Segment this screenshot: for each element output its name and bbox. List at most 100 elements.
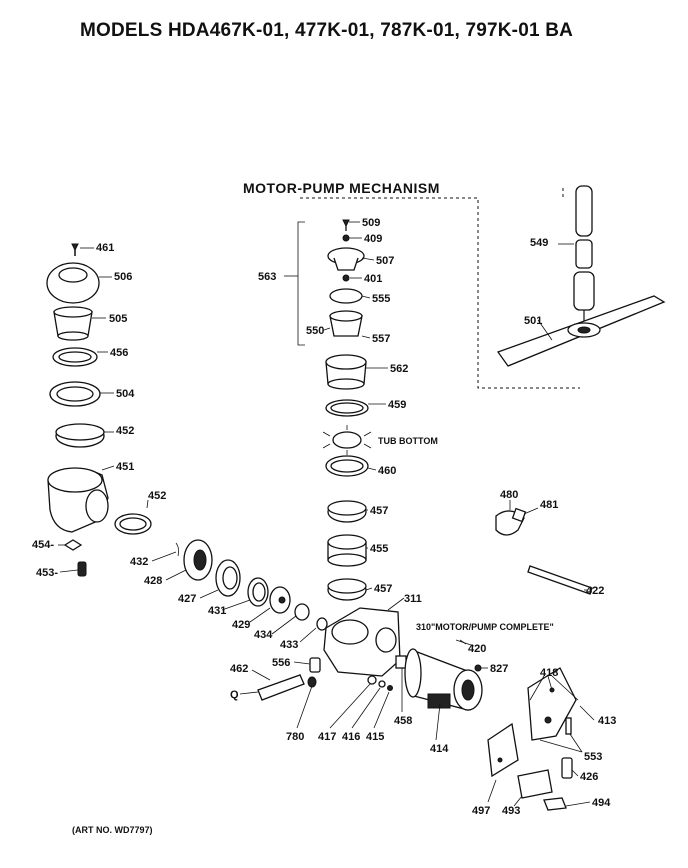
label-452-upper: 452 (116, 425, 134, 437)
housing-451 (47, 467, 109, 533)
label-461: 461 (96, 242, 114, 254)
label-433: 433 (280, 639, 298, 651)
clamp-457-lower (327, 578, 367, 601)
label-415: 415 (366, 731, 384, 743)
section-title: MOTOR-PUMP MECHANISM (243, 180, 440, 196)
label-780: 780 (286, 731, 304, 743)
label-457-lower: 457 (374, 583, 392, 595)
label-459: 459 (388, 399, 406, 411)
art-number: (ART NO. WD7797) (72, 825, 153, 835)
block-493 (517, 769, 553, 799)
label-507: 507 (376, 255, 394, 267)
label-549: 549 (530, 237, 548, 249)
tub-bottom-mark (322, 425, 372, 455)
label-494: 494 (592, 797, 611, 809)
label-429: 429 (232, 619, 250, 631)
motor-pump-complete-label: 310"MOTOR/PUMP COMPLETE" (416, 622, 554, 632)
cap-506 (46, 262, 100, 304)
label-401: 401 (364, 273, 382, 285)
nut-556 (309, 657, 321, 673)
strip-422 (527, 565, 593, 595)
clip-494 (543, 797, 567, 811)
label-453: 453- (36, 567, 58, 579)
group-bracket-563 (297, 221, 305, 346)
label-553: 553 (584, 751, 602, 763)
bracket-497 (487, 722, 519, 778)
clip-426 (561, 757, 573, 779)
label-422: 422 (586, 585, 604, 597)
pump-housing-311 (323, 607, 401, 677)
plug-453 (77, 561, 87, 577)
clamp-457-upper (327, 500, 367, 523)
label-418: 418 (540, 667, 558, 679)
label-409: 409 (364, 233, 382, 245)
label-417: 417 (318, 731, 336, 743)
clamp-452-lower (114, 513, 152, 535)
label-q: Q (230, 689, 239, 701)
ring-431 (247, 577, 269, 607)
spray-hub-507 (327, 247, 365, 271)
hose-455 (327, 534, 367, 567)
label-432: 432 (130, 556, 148, 568)
fitting-454 (63, 539, 83, 551)
part-481 (511, 507, 527, 523)
label-563: 563 (258, 271, 276, 283)
screw-509 (342, 219, 350, 231)
ring-555 (329, 288, 363, 304)
leader-lines (58, 221, 595, 807)
label-501: 501 (524, 315, 542, 327)
label-506: 506 (114, 271, 132, 283)
tub-bottom-label: TUB BOTTOM (378, 436, 438, 446)
washer-433 (316, 617, 328, 631)
seal-427 (215, 559, 241, 597)
spring-780 (307, 676, 317, 688)
label-420: 420 (468, 643, 486, 655)
label-460: 460 (378, 465, 396, 477)
ring-504 (49, 381, 101, 407)
label-509: 509 (362, 217, 380, 229)
motor-310 (404, 648, 483, 711)
washer-434 (294, 603, 310, 621)
filter-505 (53, 306, 93, 341)
spring-432 (175, 542, 180, 557)
screw-553 (565, 717, 572, 735)
label-428: 428 (144, 575, 162, 587)
label-497: 497 (472, 805, 490, 817)
label-427: 427 (178, 593, 196, 605)
label-556: 556 (272, 657, 290, 669)
label-456: 456 (110, 347, 128, 359)
bolt-458 (395, 655, 407, 669)
washer-401 (342, 274, 350, 282)
label-827: 827 (490, 663, 508, 675)
washer-417 (367, 675, 377, 685)
label-504: 504 (116, 388, 135, 400)
label-451: 451 (116, 461, 134, 473)
label-416: 416 (342, 731, 360, 743)
manifold-562 (325, 354, 367, 390)
impeller-428 (183, 539, 213, 581)
clamp-452-upper (55, 423, 105, 448)
housing-557 (329, 310, 363, 337)
spray-tube-549 (573, 185, 595, 322)
label-426: 426 (580, 771, 598, 783)
hose-462 (239, 674, 305, 701)
label-457-upper: 457 (370, 505, 388, 517)
diagram-title: MODELS HDA467K-01, 477K-01, 787K-01, 797… (80, 20, 574, 41)
label-413: 413 (598, 715, 616, 727)
part-labels: 461 506 505 456 504 452 451 452 454- 453… (32, 217, 616, 817)
leader-414 (435, 703, 441, 741)
label-431: 431 (208, 605, 226, 617)
label-311: 311 (404, 593, 422, 605)
washer-416 (378, 680, 386, 688)
label-480: 480 (500, 489, 518, 501)
label-557: 557 (372, 333, 390, 345)
washer-409 (342, 234, 350, 242)
label-505: 505 (109, 313, 127, 325)
label-454: 454- (32, 539, 54, 551)
label-462: 462 (230, 663, 248, 675)
label-414: 414 (430, 743, 449, 755)
motor-pump-group-outline (300, 197, 580, 389)
label-455: 455 (370, 543, 388, 555)
label-550: 550 (306, 325, 324, 337)
